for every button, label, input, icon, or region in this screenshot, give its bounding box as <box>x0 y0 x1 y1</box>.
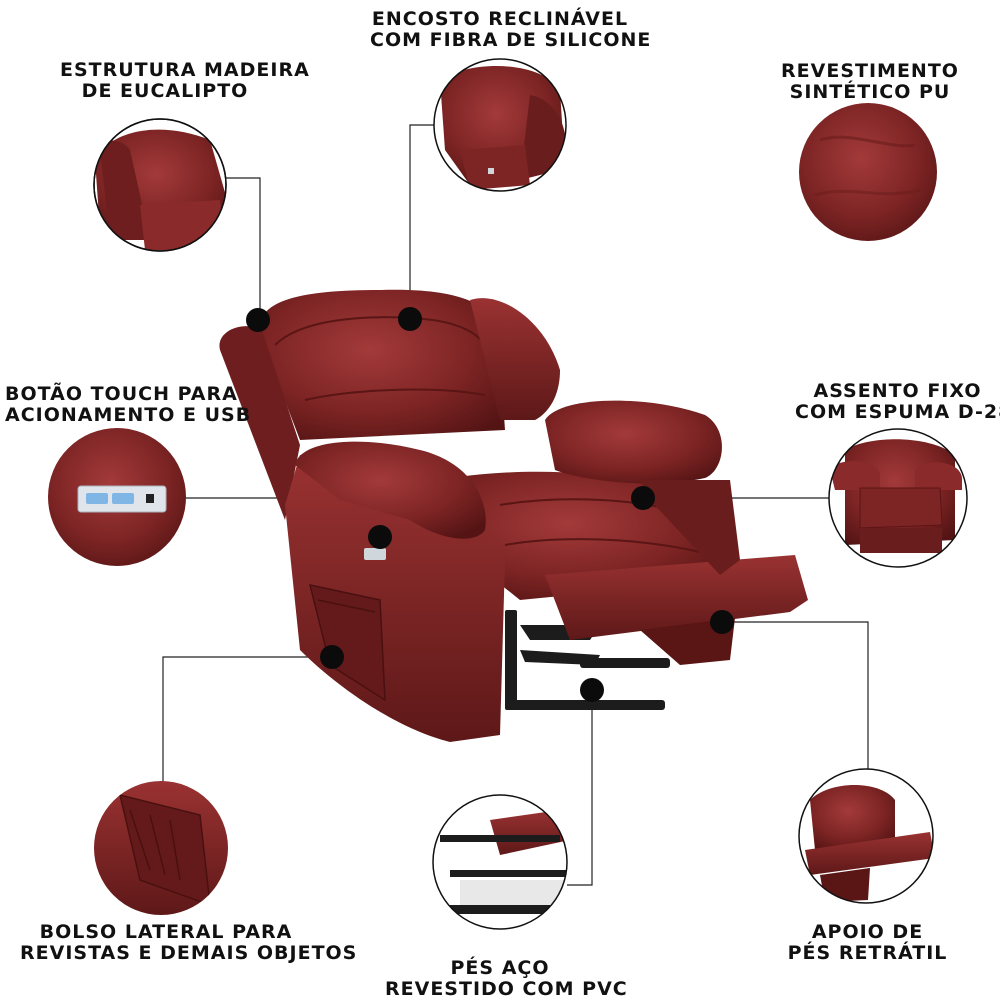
detail-circle-bolso <box>94 781 228 915</box>
marker-estrutura <box>246 308 270 332</box>
label-botao: BOTÃO TOUCH PARA ACIONAMENTO E USB <box>5 383 252 426</box>
detail-circle-assento <box>828 428 968 568</box>
detail-circle-apoio <box>798 768 934 904</box>
label-botao-line-2: ACIONAMENTO E USB <box>5 404 252 426</box>
label-assento-line-2: COM ESPUMA D-28 <box>795 401 1000 423</box>
label-revestimento-line-1: REVESTIMENTO <box>781 60 959 82</box>
detail-circle-estrutura <box>93 118 227 252</box>
label-encosto-line-2: COM FIBRA DE SILICONE <box>370 29 652 51</box>
label-pes-line-1: PÉS AÇO <box>450 957 550 979</box>
marker-bolso <box>320 645 344 669</box>
marker-apoio <box>710 610 734 634</box>
label-encosto: ENCOSTO RECLINÁVEL COM FIBRA DE SILICONE <box>370 8 652 51</box>
label-pes: PÉS AÇO REVESTIDO COM PVC <box>385 957 628 1000</box>
detail-circle-encosto <box>433 58 567 192</box>
label-bolso-line-1: BOLSO LATERAL PARA <box>39 921 293 943</box>
marker-botao <box>368 525 392 549</box>
marker-dots <box>246 307 734 702</box>
label-pes-line-2: REVESTIDO COM PVC <box>385 978 628 1000</box>
label-revestimento: REVESTIMENTO SINTÉTICO PU <box>780 61 960 103</box>
label-apoio-line-1: APOIO DE <box>811 921 924 943</box>
label-estrutura-line-1: ESTRUTURA MADEIRA <box>60 59 310 81</box>
label-bolso: BOLSO LATERAL PARA REVISTAS E DEMAIS OBJ… <box>20 921 358 964</box>
label-revestimento-line-2: SINTÉTICO PU <box>789 81 951 103</box>
recliner-main <box>219 289 808 742</box>
label-bolso-line-2: REVISTAS E DEMAIS OBJETOS <box>20 942 358 964</box>
label-estrutura: ESTRUTURA MADEIRA DE EUCALIPTO <box>60 59 310 102</box>
label-assento: ASSENTO FIXO COM ESPUMA D-28 <box>795 381 1000 423</box>
marker-encosto <box>398 307 422 331</box>
label-estrutura-line-2: DE EUCALIPTO <box>81 80 249 102</box>
marker-assento <box>631 486 655 510</box>
detail-circle-pes <box>432 794 568 930</box>
label-assento-line-1: ASSENTO FIXO <box>813 380 982 402</box>
label-apoio: APOIO DE PÉS RETRÁTIL <box>785 922 950 964</box>
label-apoio-line-2: PÉS RETRÁTIL <box>787 942 948 964</box>
detail-circle-revestimento <box>799 103 937 241</box>
label-encosto-line-1: ENCOSTO RECLINÁVEL <box>371 8 629 30</box>
detail-circle-botao <box>48 428 186 566</box>
label-botao-line-1: BOTÃO TOUCH PARA <box>5 383 238 405</box>
marker-pes <box>580 678 604 702</box>
